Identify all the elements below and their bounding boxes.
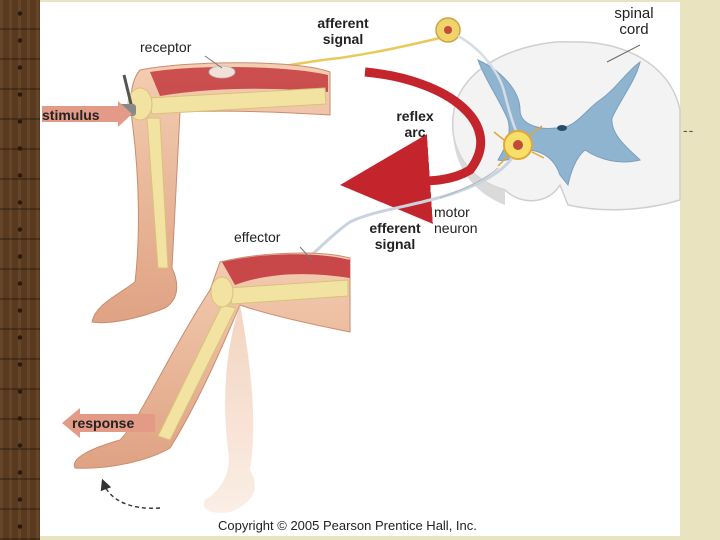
reflex-arc-label: reflex arc xyxy=(396,108,434,140)
response-label: response xyxy=(72,415,135,431)
effector-label: effector xyxy=(234,229,281,245)
lower-tibia xyxy=(157,304,237,441)
efferent-signal-label: efferent signal xyxy=(369,220,421,252)
faded-leg-ghost xyxy=(203,305,255,513)
upper-quadriceps xyxy=(150,66,328,96)
spinal-cord-section xyxy=(452,41,681,211)
dash-mark: -- xyxy=(683,122,695,138)
response-arrow xyxy=(62,408,155,438)
upper-tibia xyxy=(146,117,169,269)
motor-neuron-label: motor neuron xyxy=(434,204,478,236)
upper-leg xyxy=(91,62,331,324)
efferent-nerve xyxy=(307,157,514,260)
spinal-cord-label: spinal cord xyxy=(614,5,654,38)
reflex-arc-arrow xyxy=(340,67,486,224)
lower-quadriceps xyxy=(222,254,350,285)
afferent-signal-label: afferent signal xyxy=(317,15,369,47)
stimulus-arrow xyxy=(42,101,132,127)
central-canal xyxy=(557,125,567,131)
receptor-label: receptor xyxy=(140,39,192,55)
lower-leg xyxy=(73,252,351,513)
left-strip-dots xyxy=(14,0,26,540)
lower-patella xyxy=(210,276,234,308)
receptor-spindle xyxy=(208,65,236,79)
right-margin xyxy=(680,0,720,540)
movement-dashed-arrow xyxy=(100,478,161,509)
copyright-text: Copyright © 2005 Pearson Prentice Hall, … xyxy=(218,518,477,533)
motor-neuron-cell xyxy=(493,125,545,167)
stimulus-label: stimulus xyxy=(42,107,100,123)
